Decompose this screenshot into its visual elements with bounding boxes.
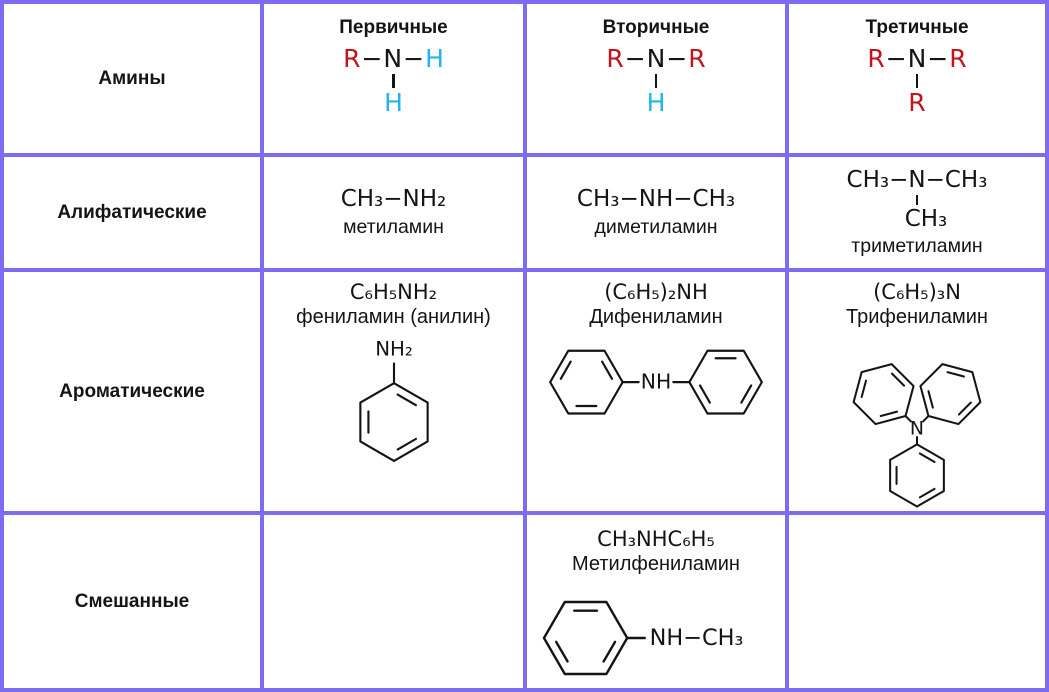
row-header-mixed: Смешанные: [4, 515, 260, 688]
row-label-mixed: Смешанные: [74, 590, 190, 612]
substituent-r: R: [867, 44, 885, 73]
row-label-aliphatic: Алифатические: [57, 201, 207, 223]
tertiary-amine-general-structure: R − N − R R: [867, 44, 967, 118]
header-cell-secondary: Вторичные R − N − R H: [527, 4, 785, 153]
benzene-ring: [889, 443, 945, 508]
phenylamine-name: фениламин (анилин): [296, 306, 491, 328]
trimethylamine-formula-top: CH₃−N−CH₃: [846, 167, 988, 194]
bond-dash: −: [927, 44, 949, 73]
vertical-bond: [392, 74, 395, 89]
bond-dash: −: [624, 44, 646, 73]
substituent-r: R: [343, 44, 361, 73]
dimethylamine-name: диметиламин: [594, 215, 718, 238]
nh-ch3-label: NH−CH₃: [650, 625, 744, 651]
hydrogen-atom: H: [646, 88, 666, 118]
bond-dash: −: [885, 44, 907, 73]
triphenylamine-structure-drawing: N: [852, 363, 982, 508]
nitrogen-label: N: [910, 417, 924, 439]
header-cell-tertiary: Третичные R − N − R R: [789, 4, 1045, 153]
cell-methylphenylamine: CH₃NHC₆H₅ Метилфениламин NH−CH₃: [527, 515, 785, 688]
bond-dash: −: [403, 44, 425, 73]
benzene-ring: [542, 600, 629, 676]
methylphenylamine-formula: CH₃NHC₆H₅: [597, 527, 715, 551]
nh-group-label: NH: [641, 370, 671, 394]
structure-top-line: R − N − R: [867, 44, 967, 73]
benzene-ring: [549, 349, 624, 415]
primary-amine-general-structure: R − N − H H: [343, 44, 444, 118]
table-title: Амины: [98, 67, 166, 89]
hydrogen-atom: H: [425, 44, 444, 73]
diphenylamine-structure-drawing: NH: [549, 349, 763, 415]
vertical-bond: [915, 194, 919, 205]
cell-diphenylamine: (C₆H₅)₂NH Дифениламин NH: [527, 272, 785, 511]
benzene-ring: [688, 349, 763, 415]
trimethylamine-formula-bottom: CH₃: [904, 205, 948, 232]
substituent-r: R: [949, 44, 967, 73]
triphenylamine-formula: (C₆H₅)₃N: [873, 280, 961, 304]
aniline-structure-drawing: NH₂: [358, 338, 429, 462]
diphenylamine-name: Дифениламин: [589, 306, 723, 328]
cell-dimethylamine: CH₃−NH−CH₃ диметиламин: [527, 157, 785, 268]
row-label-aromatic: Ароматические: [59, 380, 205, 402]
ring-n-bond: [904, 415, 912, 423]
trimethylamine-name: триметиламин: [851, 234, 983, 257]
cell-phenylamine: C₆H₅NH₂ фениламин (анилин) NH₂: [264, 272, 523, 511]
benzene-ring: [919, 363, 982, 426]
structure-top-line: R − N − H: [343, 44, 444, 73]
vertical-bond: [915, 74, 919, 89]
cell-methylamine: CH₃−NH₂ метиламин: [264, 157, 523, 268]
bond-dash: −: [361, 44, 383, 73]
cell-mixed-primary-empty: [264, 515, 523, 688]
nitrogen-atom: N: [383, 44, 403, 73]
ring-n-bond: [922, 415, 930, 423]
row-header-aliphatic: Алифатические: [4, 157, 260, 268]
substituent-r: R: [908, 88, 926, 118]
hydrogen-atom: H: [384, 88, 403, 118]
amino-group-label: NH₂: [375, 338, 413, 361]
diphenylamine-formula: (C₆H₅)₂NH: [604, 280, 708, 304]
triphenylamine-name: Трифениламин: [846, 306, 988, 328]
methylamine-formula: CH₃−NH₂: [340, 186, 447, 213]
phenylamine-formula: C₆H₅NH₂: [349, 280, 438, 304]
column-header-primary: Первичные: [339, 17, 448, 38]
substituent-r: R: [606, 44, 624, 73]
methylphenylamine-structure-drawing: NH−CH₃: [542, 600, 744, 676]
methylphenylamine-name: Метилфениламин: [572, 553, 740, 575]
row-header-aromatic: Ароматические: [4, 272, 260, 511]
methylamine-name: метиламин: [343, 215, 444, 238]
cell-trimethylamine: CH₃−N−CH₃ CH₃ триметиламин: [789, 157, 1045, 268]
nitrogen-atom: N: [646, 44, 666, 73]
vertical-bond: [654, 74, 658, 89]
bond-dash: −: [666, 44, 688, 73]
corner-cell-amines: Амины: [4, 4, 260, 153]
dimethylamine-formula: CH₃−NH−CH₃: [576, 186, 736, 213]
header-cell-primary: Первичные R − N − H H: [264, 4, 523, 153]
structure-top-line: R − N − R: [606, 44, 706, 73]
benzene-ring: [358, 382, 429, 462]
secondary-amine-general-structure: R − N − R H: [606, 44, 706, 118]
benzene-ring: [852, 363, 915, 426]
nitrogen-atom: N: [907, 44, 927, 73]
cell-triphenylamine: (C₆H₅)₃N Трифениламин N: [789, 272, 1045, 511]
column-header-secondary: Вторичные: [602, 17, 710, 38]
substituent-r: R: [688, 44, 706, 73]
column-header-tertiary: Третичные: [865, 17, 969, 38]
cell-mixed-tertiary-empty: [789, 515, 1045, 688]
